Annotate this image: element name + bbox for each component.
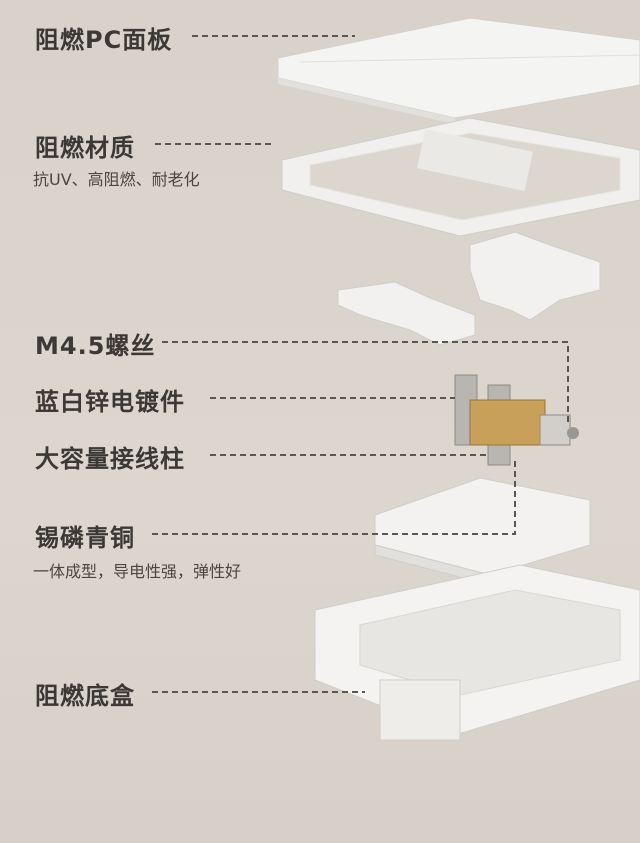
label-back-box: 阻燃底盒 xyxy=(35,682,135,710)
label-screw: M4.5螺丝 xyxy=(35,332,156,360)
label-bronze: 锡磷青铜 xyxy=(35,524,135,552)
label-pc-panel: 阻燃PC面板 xyxy=(35,26,173,54)
back-box xyxy=(314,564,640,741)
metal-terminals xyxy=(454,374,579,466)
base-insert xyxy=(374,477,591,586)
label-frame-subtitle: 抗UV、高阻燃、耐老化 xyxy=(33,170,200,189)
label-frame-material: 阻燃材质 xyxy=(35,134,135,162)
label-terminal: 大容量接线柱 xyxy=(35,445,185,473)
leader-lines xyxy=(152,35,569,693)
mechanism xyxy=(337,231,601,346)
pc-panel xyxy=(277,17,640,124)
frame xyxy=(281,117,640,237)
label-plating: 蓝白锌电镀件 xyxy=(35,388,185,416)
label-bronze-subtitle: 一体成型，导电性强，弹性好 xyxy=(33,562,242,581)
